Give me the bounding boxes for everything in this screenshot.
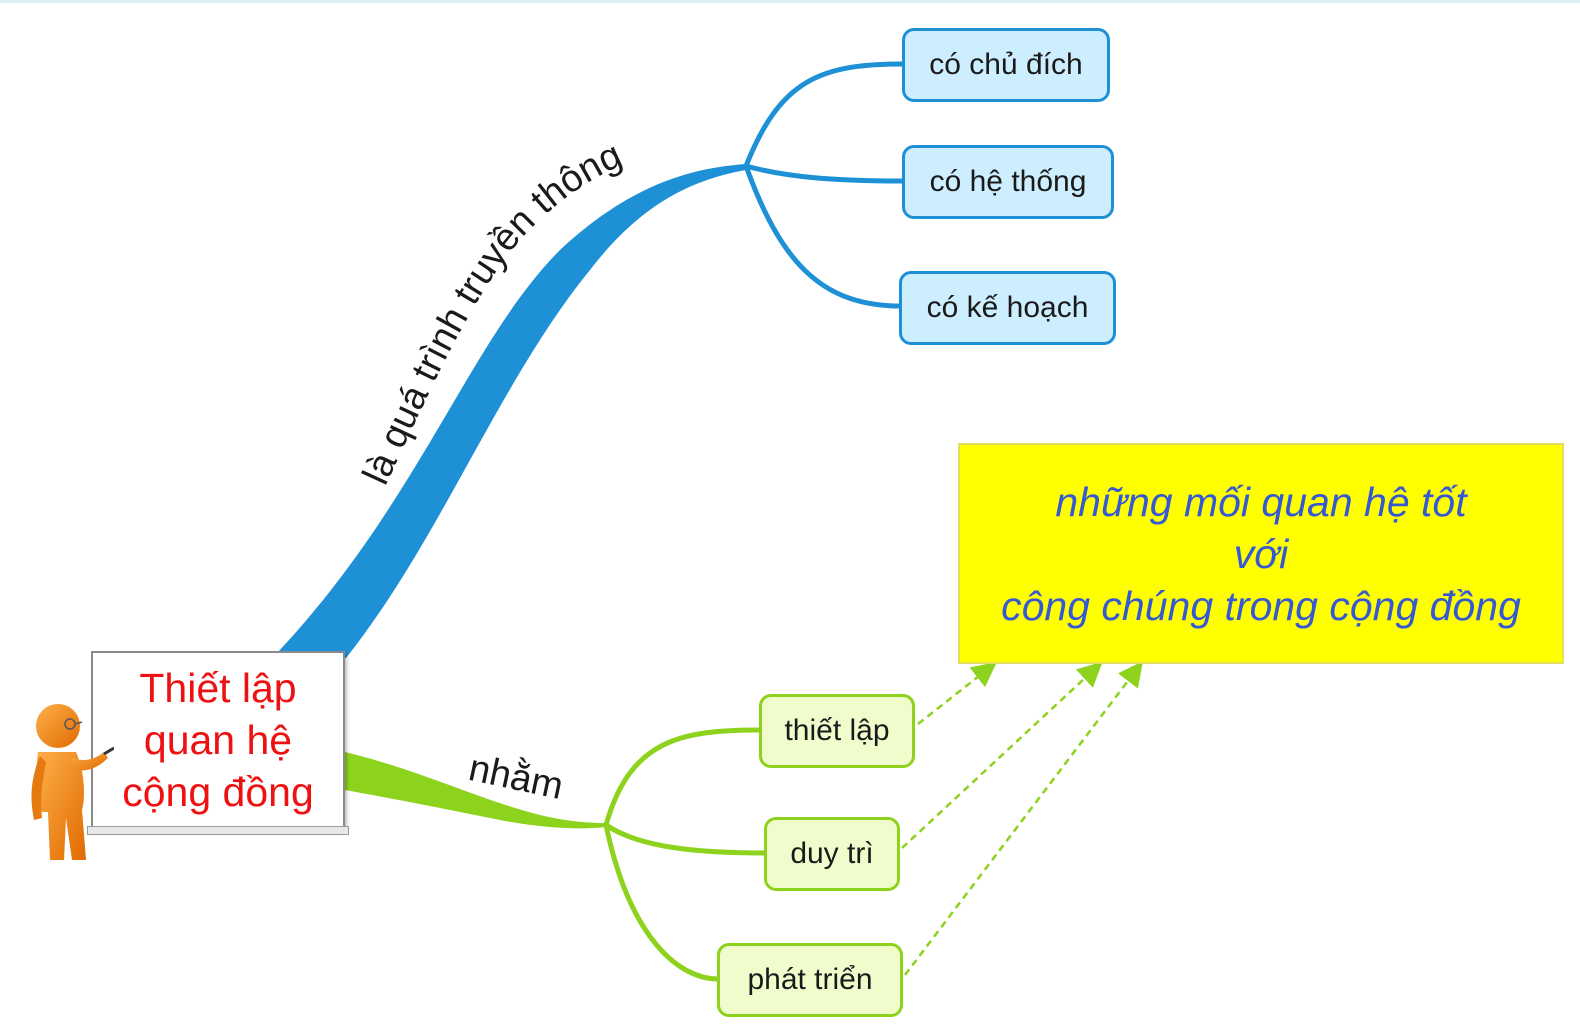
node-co-he-thong[interactable]: có hệ thống (902, 145, 1114, 219)
central-topic-board[interactable]: Thiết lập quan hệ cộng đồng (91, 651, 345, 829)
central-line-1: Thiết lập (139, 665, 297, 711)
result-line-2: với (1233, 530, 1289, 577)
node-duy-tri[interactable]: duy trì (764, 817, 900, 891)
board-ledge (87, 826, 349, 835)
node-co-ke-hoach[interactable]: có kế hoạch (899, 271, 1116, 345)
central-line-2: quan hệ (143, 717, 293, 763)
green-link-3 (603, 824, 719, 982)
node-label: duy trì (790, 837, 874, 870)
node-label: thiết lập (784, 714, 890, 747)
dashed-arrow-2 (901, 661, 1103, 849)
result-line-3: công chúng trong cộng đồng (1001, 582, 1521, 629)
result-box[interactable]: những mối quan hệ tốt với công chúng tro… (958, 443, 1564, 664)
node-label: có hệ thống (929, 165, 1087, 198)
node-label: có chủ đích (929, 48, 1083, 81)
node-co-chu-dich[interactable]: có chủ đích (902, 28, 1110, 102)
node-label: phát triển (747, 963, 873, 996)
dashed-arrow-3 (904, 661, 1144, 976)
blue-link-2 (745, 163, 904, 184)
green-main-branch (345, 752, 606, 829)
central-line-3: cộng đồng (122, 769, 314, 815)
node-phat-trien[interactable]: phát triển (717, 943, 903, 1017)
person-presenting-icon (31, 704, 114, 860)
blue-link-3 (743, 165, 901, 309)
top-border (0, 0, 1580, 3)
green-link-1 (603, 727, 761, 826)
blue-branch-label: là quá trình truyền thông (355, 134, 628, 491)
result-line-1: những mối quan hệ tốt (1055, 478, 1467, 525)
blue-link-1 (743, 61, 904, 167)
dashed-arrow-1 (917, 661, 997, 725)
green-link-2 (604, 822, 766, 856)
node-label: có kế hoạch (926, 291, 1089, 324)
node-thiet-lap[interactable]: thiết lập (759, 694, 915, 768)
blue-main-branch (278, 164, 746, 658)
